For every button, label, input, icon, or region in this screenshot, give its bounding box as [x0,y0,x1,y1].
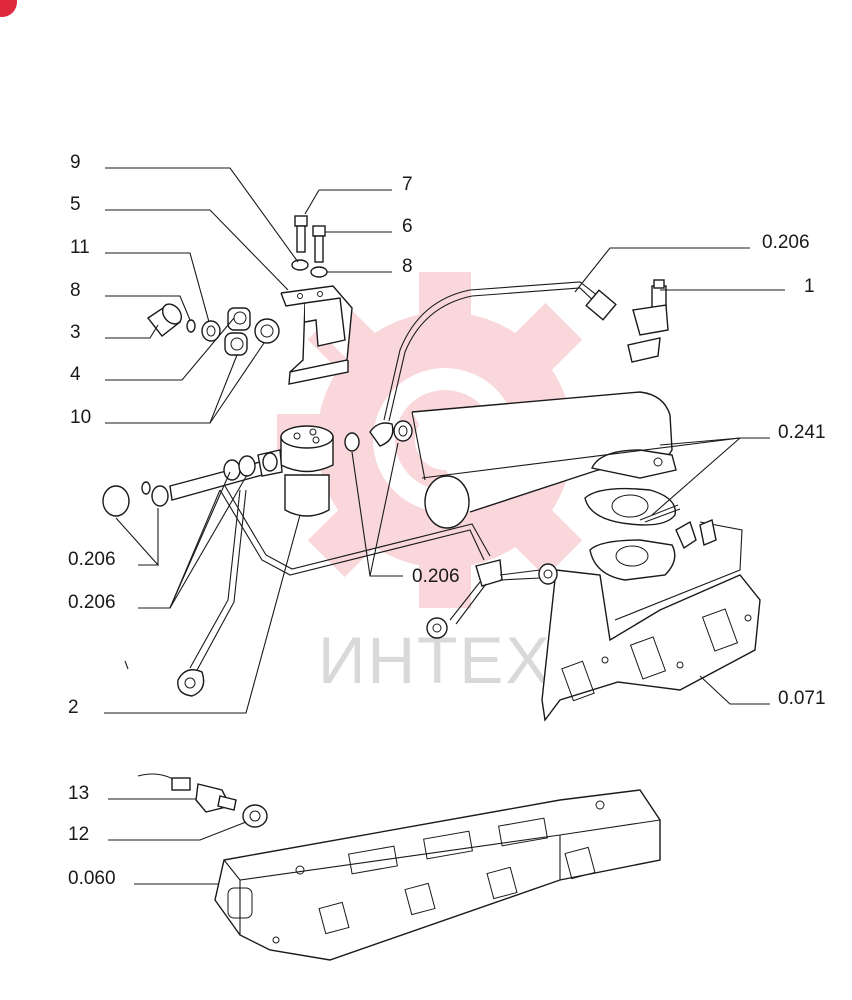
callout-11: 11 [70,237,90,258]
intake-pipe [411,391,677,529]
bracket-part [280,285,353,385]
callout-9: 9 [70,152,81,173]
injector-part [627,279,669,363]
callout-0206-left-a: 0.206 [68,549,116,570]
callout-0206-left-b: 0.206 [68,592,116,613]
filter-part [280,425,334,517]
callout-12: 12 [68,824,89,845]
callout-1: 1 [804,276,815,297]
leader-lines [104,167,785,885]
callout-8-left: 8 [70,280,81,301]
callout-10: 10 [70,407,91,428]
fuel-pipe-top [344,281,617,452]
fitting-parts [146,303,280,356]
callout-4: 4 [70,364,81,385]
callout-2: 2 [68,697,79,718]
callout-0206-center: 0.206 [412,566,460,587]
callout-0241: 0.241 [778,422,826,443]
manifold-part [541,519,761,722]
callout-labels: 9 7 5 6 11 8 0.206 8 1 3 4 10 0.241 0.20… [68,152,826,889]
callout-6: 6 [402,216,413,237]
callout-8-right: 8 [402,256,413,277]
corner-badge [0,0,17,17]
callout-3: 3 [70,322,81,343]
callout-5: 5 [70,194,81,215]
nut-part [291,259,328,278]
callout-13: 13 [68,783,89,804]
sensor-part [137,773,268,828]
callout-0206-top: 0.206 [762,232,810,253]
gasket-part [584,487,681,526]
cylinder-head-part [214,789,661,961]
callout-0071: 0.071 [778,688,826,709]
callout-0060: 0.060 [68,868,116,889]
bolt-part [294,215,326,263]
fuel-pipe-lower [102,449,558,697]
callout-7: 7 [402,174,413,195]
